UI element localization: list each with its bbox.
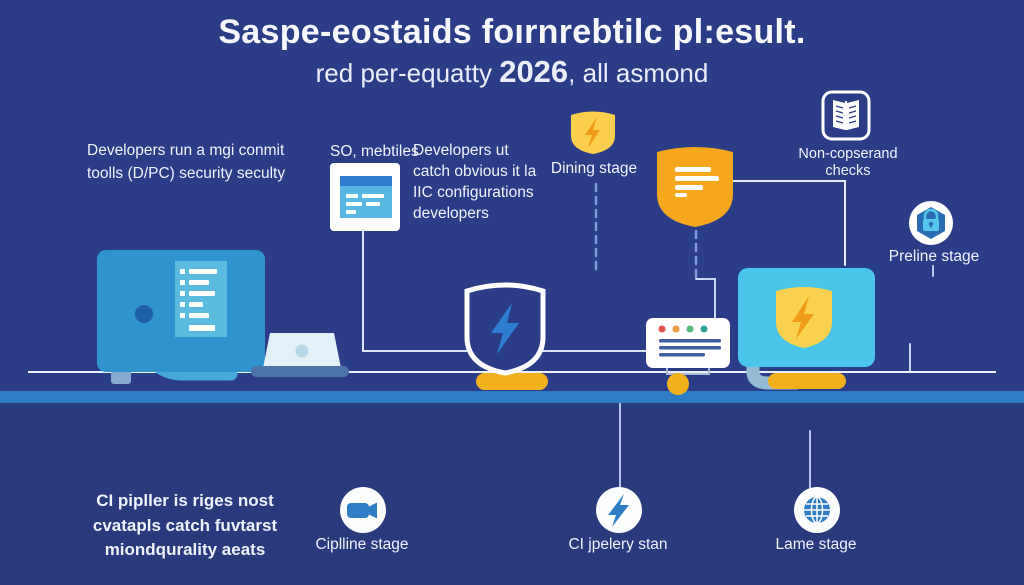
page-title: Saspe-eostaids foırnrebtilc pl:esult. <box>218 13 806 51</box>
subtitle-year: 2026 <box>499 54 569 89</box>
monitor-arm <box>746 349 803 390</box>
label-cipline-stage: Ciplline stage <box>315 536 409 553</box>
lightning-bolt-icon <box>792 296 814 339</box>
note-line: developers <box>413 205 489 222</box>
elbow-connector-card <box>695 278 716 321</box>
label-ci-delivery-stage: CI jpelery stan <box>568 536 668 553</box>
label-dining-stage: Dining stage <box>550 160 638 177</box>
shield-base-pill <box>476 373 548 390</box>
camera-icon <box>340 487 386 533</box>
monitor-base-pill <box>768 373 846 389</box>
policy-shield-icon <box>657 147 733 227</box>
lower-background <box>0 403 1024 585</box>
globe-icon <box>794 487 840 533</box>
label-line: Non-copserand <box>798 146 898 162</box>
note-line: IIC configurations <box>413 184 534 201</box>
lightning-bolt-icon <box>491 303 519 354</box>
label-preline-stage: Preline stage <box>888 248 980 265</box>
lightning-bolt-icon <box>585 117 600 148</box>
icon-frame <box>821 90 871 141</box>
card-caption: SO, mebtiles <box>330 143 419 160</box>
lock-shackle <box>923 208 939 219</box>
note-line: Developers run a mgi conmit <box>87 142 285 159</box>
lock-icon <box>909 201 953 245</box>
shelf-bar <box>0 391 1024 403</box>
shield-text-lines <box>675 167 719 197</box>
card-background <box>646 318 730 368</box>
monitor-dot <box>135 305 153 323</box>
note-line: catch obvious it la <box>413 163 537 180</box>
laptop-base <box>251 366 349 377</box>
ide-card <box>330 163 400 231</box>
note-pipeline: CI pipller is riges nost cvatapls catch … <box>93 489 277 563</box>
label-non-compliance-checks: Non-copserand checks <box>798 146 897 179</box>
note-line: CI pipller is riges nost <box>96 491 274 510</box>
book-page-lines <box>835 105 857 124</box>
dining-shield-icon <box>571 111 615 154</box>
note-ide: Developers ut catch obvious it la IIC co… <box>413 140 536 224</box>
note-line: toolls (D/PC) security seculty <box>87 164 286 182</box>
card-stand <box>666 368 710 375</box>
card-text-lines <box>659 339 721 357</box>
note-precommit: Developers run a mgi conmit toolls (D/PC… <box>87 140 285 185</box>
white-shield-icon <box>464 282 546 376</box>
left-monitor <box>97 250 265 384</box>
elbow-connector-monitor <box>732 180 846 266</box>
status-dot <box>667 373 689 395</box>
label-line: checks <box>825 162 871 179</box>
note-line: cvatapls catch fuvtarst <box>92 515 278 535</box>
globe-grid <box>804 496 830 524</box>
book-icon <box>821 90 871 141</box>
note-line: Developers ut <box>413 142 509 159</box>
laptop-logo <box>295 344 309 358</box>
traffic-dots-icon <box>658 325 708 333</box>
bolt-shape <box>608 494 629 527</box>
browser-title-bar <box>340 176 392 186</box>
camera-body <box>347 503 369 518</box>
browser-text-lines <box>346 194 384 214</box>
label-lame-stage: Lame stage <box>775 536 857 553</box>
right-monitor <box>738 268 875 390</box>
subtitle-prefix: red per-equatty <box>315 58 500 88</box>
laptop <box>251 333 349 377</box>
camera-lens <box>369 502 377 519</box>
build-card <box>646 318 730 395</box>
lightning-icon <box>596 487 642 533</box>
code-lines <box>180 269 217 331</box>
note-line: miondqurality aeats <box>104 540 266 559</box>
subtitle-suffix: , all asmond <box>568 58 709 88</box>
page-subtitle: red per-equatty 2026, all asmond <box>0 54 1024 90</box>
